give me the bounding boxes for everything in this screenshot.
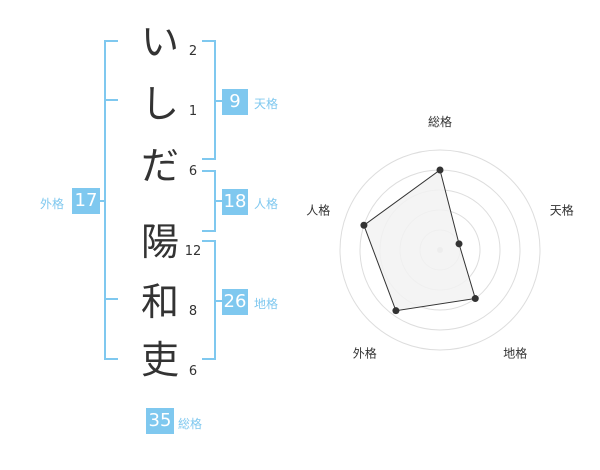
stroke-count-2: 1 [188, 104, 198, 119]
radar-point-3 [471, 295, 479, 303]
radar-axis-label-3: 地格 [503, 346, 527, 361]
name-char-2: し [140, 82, 179, 126]
chikaku-bracket-top [202, 240, 216, 242]
stroke-count-4: 12 [184, 244, 202, 259]
jinkaku-bracket-bottom [202, 230, 216, 232]
radar-point-5 [360, 221, 368, 229]
name-char-6: 吏 [140, 338, 179, 382]
tenkaku-connector [214, 100, 224, 102]
gaikaku-value: 17 [72, 188, 100, 214]
chikaku-label: 地格 [254, 297, 279, 311]
name-char-3: だ [140, 144, 179, 188]
chikaku-bracket-bottom [202, 358, 216, 360]
jinkaku-bracket-top [202, 170, 216, 172]
tenkaku-bracket-bottom [202, 158, 216, 160]
soukaku-label: 総格 [178, 417, 203, 431]
radar-ring-1 [339, 149, 541, 351]
tenkaku-bracket-top [202, 40, 216, 42]
stroke-count-5: 8 [188, 304, 198, 319]
radar-axis-label-5: 人格 [306, 202, 330, 217]
gaikaku-bracket-mid-lower [104, 298, 118, 300]
name-char-4: 陽 [140, 220, 179, 264]
tenkaku-value: 9 [222, 89, 248, 115]
stroke-count-3: 6 [188, 164, 198, 179]
stroke-count-6: 6 [188, 364, 198, 379]
tenkaku-label: 天格 [254, 97, 279, 111]
radar-polygon [363, 169, 476, 312]
gaikaku-connector [98, 200, 106, 202]
name-char-5: 和 [140, 280, 179, 324]
chikaku-value: 26 [222, 289, 248, 315]
stroke-count-1: 2 [188, 44, 198, 59]
gaikaku-bracket-mid-upper [104, 99, 118, 101]
gaikaku-bracket-bottom [104, 358, 118, 360]
jinkaku-connector [214, 200, 224, 202]
gaikaku-bracket-top [104, 40, 118, 42]
name-char-1: い [140, 20, 179, 64]
radar-axis-label-2: 天格 [550, 202, 574, 217]
radar-point-4 [392, 307, 400, 315]
radar-axis-label-4: 外格 [353, 346, 377, 361]
radar-point-2 [455, 240, 463, 248]
gaikaku-label: 外格 [40, 197, 65, 211]
radar-point-1 [436, 166, 444, 174]
jinkaku-label: 人格 [254, 197, 279, 211]
soukaku-value: 35 [146, 408, 174, 434]
chikaku-connector [214, 300, 224, 302]
radar-axis-label-1: 総格 [428, 114, 452, 129]
jinkaku-value: 18 [222, 189, 248, 215]
